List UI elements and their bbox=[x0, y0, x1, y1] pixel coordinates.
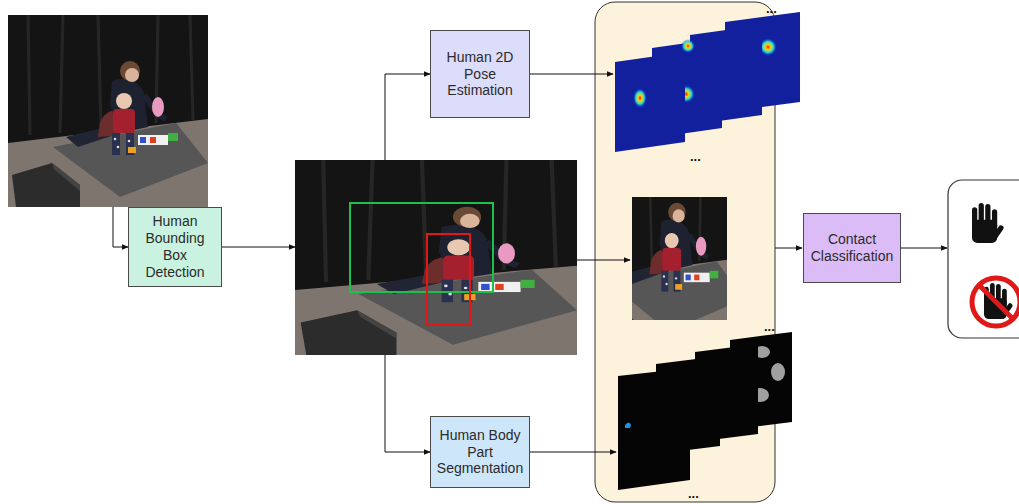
box-label: Human 2D Pose Estimation bbox=[435, 49, 525, 99]
box-label: Human Body Part Segmentation bbox=[435, 427, 525, 477]
process-box: Contact Classification bbox=[803, 213, 901, 283]
ellipsis-mark: ... bbox=[688, 487, 699, 500]
ellipsis-mark: ... bbox=[690, 150, 701, 163]
process-box: Human Body Part Segmentation bbox=[430, 416, 530, 488]
ellipsis-mark: ... bbox=[766, 2, 777, 15]
process-box: Human Bounding Box Detection bbox=[128, 207, 222, 286]
box-label: Contact Classification bbox=[808, 231, 896, 265]
process-box: Human 2D Pose Estimation bbox=[430, 30, 530, 118]
box-label: Human Bounding Box Detection bbox=[133, 213, 217, 280]
ellipsis-mark: ... bbox=[764, 320, 775, 333]
